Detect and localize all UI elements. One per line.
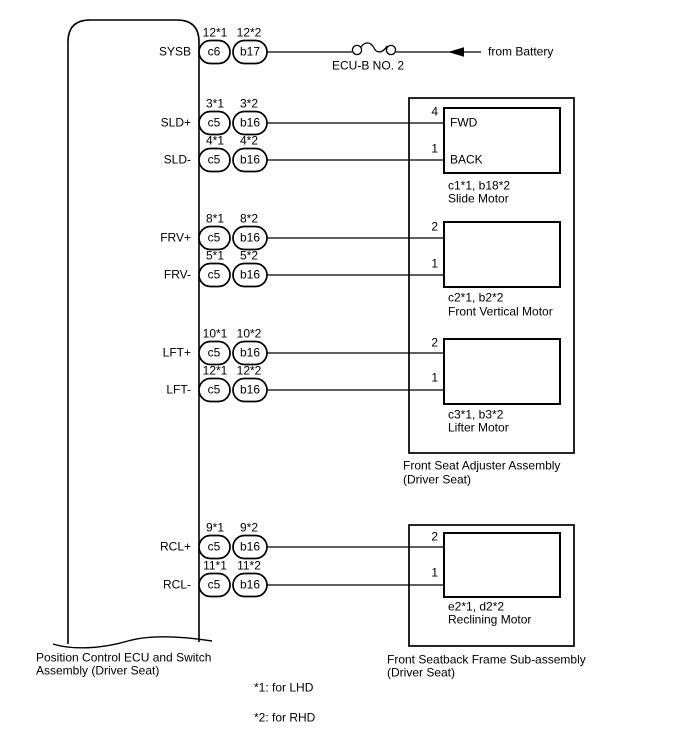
pin-number-rhd: 8*2 bbox=[239, 211, 259, 226]
motor-name: Front Vertical Motor bbox=[448, 304, 553, 319]
pin-number-lhd: 5*1 bbox=[205, 248, 225, 263]
pin-number-lhd: 11*1 bbox=[203, 558, 227, 573]
fuse-label: ECU-B NO. 2 bbox=[331, 58, 405, 73]
motor-connector-codes: e2*1, d2*2 bbox=[448, 599, 505, 614]
fuse-symbol bbox=[351, 42, 397, 56]
connector-code-lhd: c5 bbox=[207, 152, 221, 167]
connector-pills bbox=[198, 39, 268, 598]
motor-name: Slide Motor bbox=[448, 191, 509, 206]
pin-number-lhd: 3*1 bbox=[205, 96, 225, 111]
battery-arrow-icon bbox=[448, 47, 464, 57]
connector-code-rhd: b16 bbox=[239, 577, 261, 592]
connector-code-rhd: b17 bbox=[239, 44, 261, 59]
connector-code-lhd: c5 bbox=[207, 382, 221, 397]
motor-connector-codes: c3*1, b3*2 bbox=[448, 407, 504, 422]
ecu-signal-label: LFT+ bbox=[162, 345, 191, 360]
seatback-assembly-name: Front Seatback Frame Sub-assembly bbox=[387, 652, 586, 667]
ecu-name: Assembly (Driver Seat) bbox=[36, 663, 160, 678]
reclining-motor-box bbox=[443, 532, 561, 598]
connector-code-lhd: c5 bbox=[207, 267, 221, 282]
pin-number-rhd: 12*2 bbox=[236, 363, 262, 378]
motor-connector-codes: c2*1, b2*2 bbox=[448, 290, 504, 305]
connector-code-rhd: b16 bbox=[239, 539, 261, 554]
ecu-signal-label: SYSB bbox=[158, 44, 191, 59]
pin-number-lhd: 8*1 bbox=[205, 211, 225, 226]
note-rhd: *2: for RHD bbox=[254, 710, 316, 725]
pin-number-rhd: 12*2 bbox=[236, 25, 262, 40]
pin-number-lhd: 12*1 bbox=[202, 363, 228, 378]
connector-code-lhd: c5 bbox=[207, 577, 221, 592]
pin-number-rhd: 9*2 bbox=[239, 520, 259, 535]
motor-connector-codes: c1*1, b18*2 bbox=[448, 178, 511, 193]
motor-terminal-number: 2 bbox=[431, 335, 438, 350]
adjuster-assembly-name: Front Seat Adjuster Assembly bbox=[403, 458, 561, 473]
motor-terminal-number: 4 bbox=[431, 104, 438, 119]
pin-number-lhd: 9*1 bbox=[205, 520, 225, 535]
motor-terminal-number: 1 bbox=[431, 141, 438, 156]
ecu-signal-label: RCL- bbox=[162, 577, 191, 592]
ecu-signal-label: FRV+ bbox=[160, 230, 191, 245]
front-vertical-motor-box bbox=[443, 221, 561, 288]
pin-number-lhd: 12*1 bbox=[202, 25, 228, 40]
ecu-signal-label: FRV- bbox=[163, 267, 191, 282]
motor-terminal-number: 1 bbox=[431, 565, 438, 580]
pin-number-lhd: 4*1 bbox=[205, 133, 225, 148]
motor-terminal-number: 2 bbox=[431, 529, 438, 544]
connector-code-lhd: c5 bbox=[207, 345, 221, 360]
connector-code-lhd: c6 bbox=[207, 44, 221, 59]
connector-code-rhd: b16 bbox=[239, 115, 261, 130]
connector-code-lhd: c5 bbox=[207, 230, 221, 245]
pin-number-rhd: 10*2 bbox=[236, 326, 262, 341]
pin-number-rhd: 4*2 bbox=[239, 133, 259, 148]
motor-terminal-number: 1 bbox=[431, 370, 438, 385]
slide-motor-box bbox=[443, 107, 561, 174]
pin-number-rhd: 5*2 bbox=[239, 248, 259, 263]
ecu-signal-label: SLD- bbox=[163, 152, 191, 167]
connector-code-rhd: b16 bbox=[239, 345, 261, 360]
connector-code-rhd: b16 bbox=[239, 382, 261, 397]
motor-terminal-number: 2 bbox=[431, 219, 438, 234]
ecu-signal-label: SLD+ bbox=[160, 115, 191, 130]
ecu-signal-label: LFT- bbox=[166, 382, 191, 397]
adjuster-assembly-name: (Driver Seat) bbox=[403, 472, 472, 487]
pin-number-rhd: 11*2 bbox=[237, 558, 261, 573]
motor-terminal-number: 1 bbox=[431, 256, 438, 271]
connector-code-rhd: b16 bbox=[239, 267, 261, 282]
connector-code-rhd: b16 bbox=[239, 230, 261, 245]
pin-number-rhd: 3*2 bbox=[239, 96, 259, 111]
lifter-motor-box bbox=[443, 338, 561, 405]
wires bbox=[267, 51, 481, 586]
ecu-break-line bbox=[52, 636, 213, 649]
motor-direction-label: BACK bbox=[450, 152, 483, 167]
ecu-outline bbox=[67, 19, 200, 644]
connector-code-lhd: c5 bbox=[207, 115, 221, 130]
ecu-signal-label: RCL+ bbox=[159, 539, 191, 554]
ecu-name: Position Control ECU and Switch bbox=[36, 650, 212, 665]
seatback-assembly-name: (Driver Seat) bbox=[387, 665, 456, 680]
note-lhd: *1: for LHD bbox=[254, 680, 314, 695]
motor-name: Reclining Motor bbox=[448, 612, 532, 627]
connector-code-lhd: c5 bbox=[207, 539, 221, 554]
motor-direction-label: FWD bbox=[450, 115, 478, 130]
pin-number-lhd: 10*1 bbox=[202, 326, 228, 341]
from-battery-label: from Battery bbox=[488, 44, 554, 59]
connector-code-rhd: b16 bbox=[239, 152, 261, 167]
motor-name: Lifter Motor bbox=[448, 420, 509, 435]
